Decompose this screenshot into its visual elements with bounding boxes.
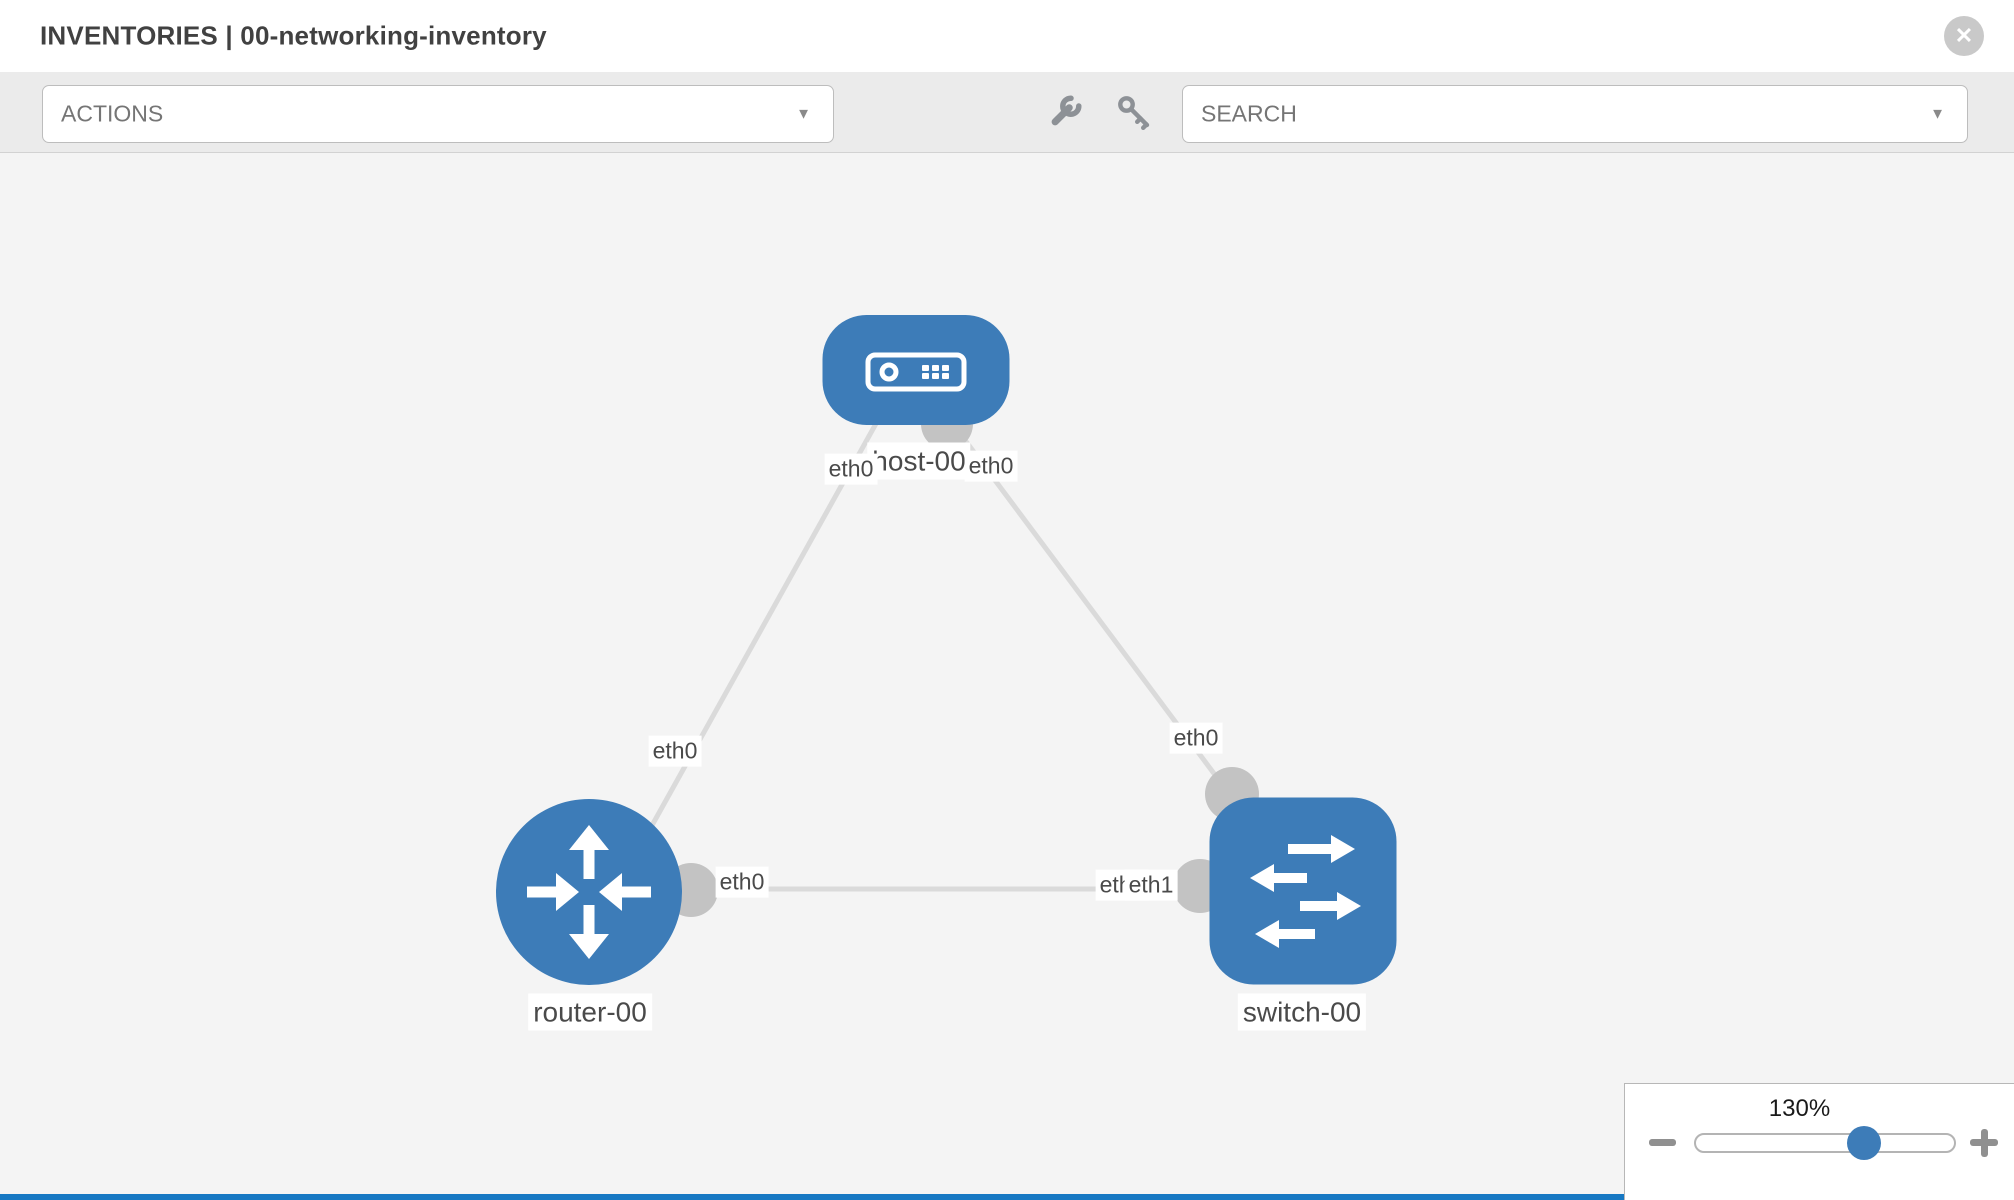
- zoom-out-icon[interactable]: [1649, 1139, 1676, 1146]
- node-host-00[interactable]: [822, 315, 1010, 425]
- link-host-router[interactable]: [642, 418, 881, 840]
- search-dropdown-label: SEARCH: [1201, 100, 1297, 127]
- zoom-percentage: 130%: [1768, 1095, 1831, 1122]
- interface-label: eth0: [715, 866, 769, 898]
- node-label-switch-00: switch-00: [1237, 993, 1367, 1031]
- key-icon[interactable]: [1116, 94, 1152, 130]
- toolbar: ACTIONS ▼ SEARCH ▼: [0, 72, 2014, 153]
- chevron-down-icon: ▼: [1930, 105, 1945, 123]
- interface-label: eth0: [824, 453, 878, 485]
- node-switch-00[interactable]: [1209, 797, 1397, 985]
- switch-icon: [1250, 835, 1361, 948]
- node-router-00[interactable]: [496, 799, 682, 985]
- close-icon[interactable]: ✕: [1944, 16, 1984, 56]
- interface-label: eth0: [1169, 722, 1223, 754]
- zoom-slider-handle[interactable]: [1847, 1126, 1882, 1160]
- zoom-panel: 130%: [1624, 1083, 2014, 1200]
- actions-dropdown[interactable]: ACTIONS ▼: [42, 85, 834, 143]
- node-label-router-00: router-00: [528, 993, 652, 1031]
- node-label-host-00: host-00: [867, 442, 971, 480]
- wrench-icon[interactable]: [1047, 94, 1083, 130]
- router-icon: [527, 825, 651, 959]
- zoom-in-icon[interactable]: [1980, 1128, 1988, 1157]
- actions-dropdown-label: ACTIONS: [61, 100, 164, 127]
- interface-label: eth0: [648, 735, 702, 767]
- bottom-accent-bar: [0, 1194, 1624, 1200]
- header: INVENTORIES | 00-networking-inventory ✕: [0, 0, 2014, 73]
- interface-label: eth0: [964, 450, 1018, 482]
- page-title: INVENTORIES | 00-networking-inventory: [40, 20, 547, 51]
- interface-label: eth1: [1124, 869, 1178, 901]
- search-dropdown[interactable]: SEARCH ▼: [1182, 85, 1968, 143]
- host-icon: [865, 352, 967, 392]
- zoom-slider-track[interactable]: [1694, 1133, 1956, 1153]
- chevron-down-icon: ▼: [796, 105, 811, 123]
